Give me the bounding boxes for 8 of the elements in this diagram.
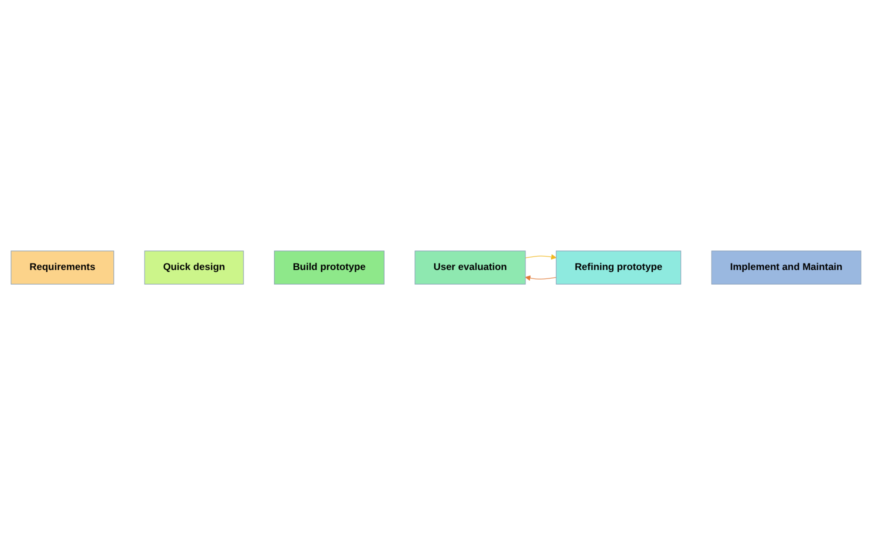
node-box: Implement and Maintain bbox=[710, 250, 861, 284]
node-box: User evaluation bbox=[414, 250, 526, 284]
node-box: Requirements bbox=[10, 250, 114, 284]
node-box: Quick design bbox=[144, 250, 244, 284]
node-box: Build prototype bbox=[274, 250, 384, 284]
node-box: Refining prototype bbox=[555, 250, 681, 284]
arrow bbox=[524, 254, 556, 260]
arrow bbox=[524, 275, 556, 281]
